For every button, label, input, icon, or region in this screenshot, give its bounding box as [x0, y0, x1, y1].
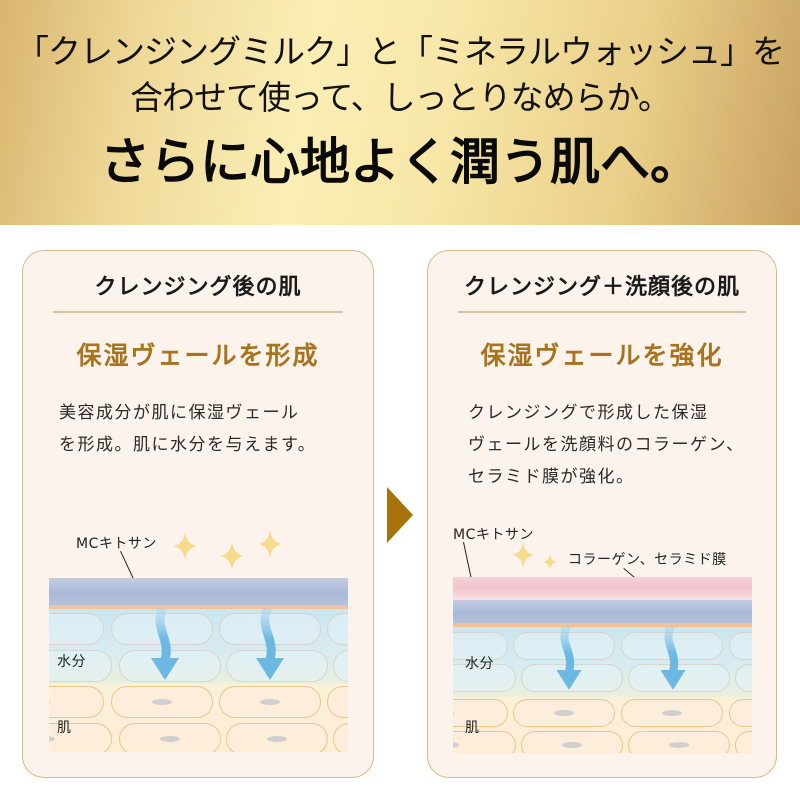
sparkle-icon	[512, 541, 534, 569]
label-skin: 肌	[57, 720, 72, 736]
skin-cell	[513, 699, 615, 727]
hero-line-1: 「クレンジングミルク」と「ミネラルウォッシュ」を	[16, 32, 785, 71]
card-divider	[53, 311, 343, 313]
down-arrow-icon	[256, 608, 284, 680]
skin-cell	[219, 686, 321, 718]
card-subtitle: 保湿ヴェールを形成	[76, 341, 320, 370]
skin-cell	[628, 731, 730, 753]
card-cleansing-plus-wash: クレンジング＋洗顔後の肌 保湿ヴェールを強化 クレンジングで形成した保湿 ヴェー…	[427, 250, 777, 778]
skin-surface-line	[49, 605, 348, 609]
card-cleansing-only: クレンジング後の肌 保湿ヴェールを形成 美容成分が肌に保湿ヴェール を形成。肌に…	[22, 250, 374, 778]
collagen-ceramide-layer	[453, 577, 752, 600]
label-water: 水分	[465, 656, 494, 672]
skin-cell	[453, 731, 516, 753]
water-cell	[729, 632, 752, 660]
label-mc-chitosan: MCキトサン	[76, 536, 157, 552]
down-arrow-icon	[660, 625, 686, 690]
chitosan-layer	[49, 578, 348, 605]
sparkle-icon	[173, 531, 197, 561]
card-subtitle: 保湿ヴェールを強化	[480, 341, 724, 370]
water-cell	[49, 613, 104, 645]
skin-diagram: 水分 肌	[49, 578, 348, 752]
skin-cell	[49, 723, 112, 752]
skin-diagram: 水分 肌	[453, 577, 752, 753]
card-description: クレンジングで形成した保湿 ヴェールを洗顔料のコラーゲン、 セラミド膜が強化。	[468, 397, 756, 493]
hero-banner: 「クレンジングミルク」と「ミネラルウォッシュ」を 合わせて使って、しっとりなめら…	[0, 0, 800, 225]
water-cell	[453, 664, 516, 692]
sparkle-icon	[543, 553, 557, 571]
sparkle-icon	[220, 541, 244, 571]
label-water: 水分	[57, 654, 86, 670]
desc-line: を形成。肌に水分を与えます。	[59, 435, 317, 455]
skin-cell	[621, 699, 723, 727]
skin-cell	[729, 699, 752, 727]
down-arrow-icon	[151, 608, 179, 680]
right-triangle-icon	[387, 487, 413, 543]
label-mc-chitosan: MCキトサン	[453, 527, 534, 543]
desc-line: セラミド膜が強化。	[468, 467, 635, 487]
card-title: クレンジング後の肌	[94, 275, 302, 300]
skin-cell	[119, 723, 221, 752]
hero-headline: さらに心地よく潤う肌へ。	[100, 132, 700, 191]
desc-line: 美容成分が肌に保湿ヴェール	[59, 403, 300, 423]
down-arrow-icon	[556, 625, 582, 690]
skin-cell	[111, 686, 213, 718]
card-title: クレンジング＋洗顔後の肌	[463, 275, 740, 300]
label-skin: 肌	[465, 720, 480, 736]
desc-line: クレンジングで形成した保湿	[468, 403, 709, 423]
skin-cell	[735, 731, 752, 753]
card-divider	[458, 311, 746, 313]
hero-line-2: 合わせて使って、しっとりなめらか。	[129, 78, 671, 117]
water-cell	[49, 650, 112, 682]
skin-surface-line	[453, 623, 752, 627]
skin-cell	[49, 686, 104, 718]
chitosan-layer	[453, 600, 752, 623]
skin-cell	[521, 731, 623, 753]
skin-cell	[453, 699, 508, 727]
water-cell	[453, 632, 508, 660]
skin-cell	[226, 723, 328, 752]
label-collagen-ceramide: コラーゲン、セラミド膜	[568, 552, 727, 568]
card-description: 美容成分が肌に保湿ヴェール を形成。肌に水分を与えます。	[59, 397, 353, 461]
sparkle-icon	[258, 529, 282, 559]
desc-line: ヴェールを洗顔料のコラーゲン、	[468, 435, 745, 455]
